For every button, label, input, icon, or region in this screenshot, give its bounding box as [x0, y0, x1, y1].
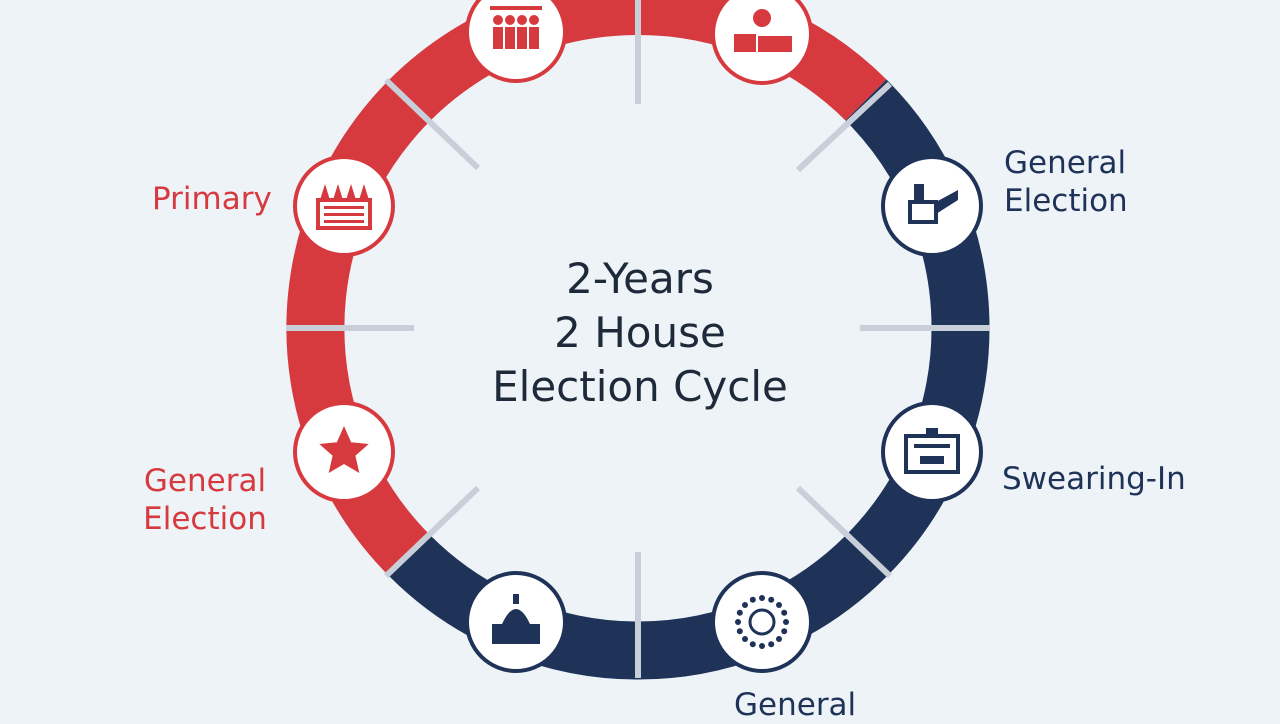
desk-icon [908, 184, 958, 224]
voting-machine-icon [904, 428, 960, 474]
node-circle [465, 0, 567, 83]
node-capitol [465, 571, 567, 673]
node-voting-machine [881, 401, 983, 503]
label-general-election-right-line-1: General [1004, 145, 1127, 181]
label-general-election-left-line-2: Election [143, 501, 267, 537]
podium-icon [734, 9, 792, 52]
node-desk [881, 155, 983, 257]
ballot-box-icon [316, 184, 372, 230]
crowd-icon [490, 6, 542, 49]
center-title-line-1: 2-Years [566, 254, 714, 303]
capitol-icon [492, 594, 540, 644]
label-general-election-left-line-1: General [143, 463, 267, 499]
center-title-line-2: 2 House [554, 308, 726, 357]
node-crowd [465, 0, 567, 83]
label-general-election-right-line-2: Election [1004, 183, 1128, 219]
label-primary: Primary [152, 181, 272, 217]
label-swearing-in: Swearing-In [1002, 461, 1186, 497]
label-general-election-right: General Election [1004, 144, 1128, 220]
star-icon [319, 426, 369, 473]
node-circle [711, 571, 813, 673]
seal-icon [735, 595, 789, 649]
node-circle [881, 401, 983, 503]
node-ballot-box [293, 155, 395, 257]
center-title: 2-Years 2 House Election Cycle [440, 252, 840, 414]
label-general-bottom: General [734, 687, 857, 723]
label-general-election-left: General Election [142, 462, 268, 538]
node-podium [711, 0, 813, 85]
node-star [293, 401, 395, 503]
node-seal [711, 571, 813, 673]
center-title-line-3: Election Cycle [492, 362, 788, 411]
divider-ticks [286, 0, 990, 678]
node-circle [881, 155, 983, 257]
